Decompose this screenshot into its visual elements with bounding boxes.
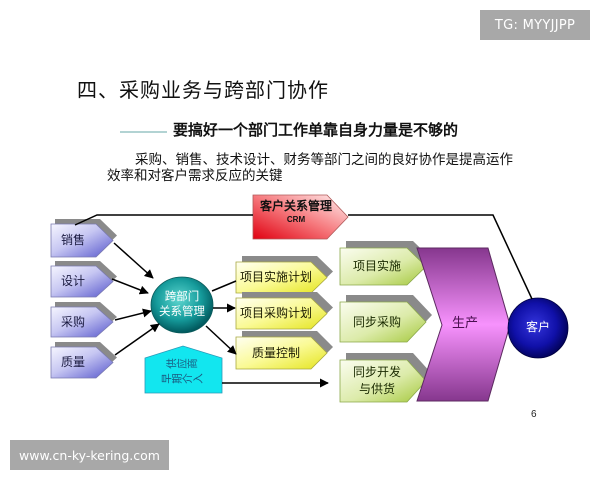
execution-box-implementation: 项目实施 xyxy=(340,248,414,285)
department-label: 质量 xyxy=(60,355,85,369)
customer-label: 客户 xyxy=(525,320,550,334)
watermark-bottom-left: www.cn-ky-kering.com xyxy=(10,440,169,470)
department-box-sales: 销售 xyxy=(51,224,95,257)
supplier-pentagon-shape xyxy=(144,345,223,394)
execution-box-sync-procurement: 同步采购 xyxy=(340,302,414,342)
department-label: 设计 xyxy=(60,274,85,288)
production-chevron: 生产 xyxy=(442,316,488,331)
plan-box-quality-control-shape xyxy=(235,336,328,370)
execution-boxes xyxy=(339,241,432,403)
department-box-design-shape xyxy=(50,265,114,298)
plan-box-implementation-shape xyxy=(235,261,328,294)
execution-label: 项目实施 xyxy=(352,259,401,273)
department-box-purchasing: 采购 xyxy=(51,307,95,337)
execution-box-sync-procurement-shape xyxy=(339,301,427,343)
hub-circle-shape xyxy=(150,276,214,334)
plan-box-quality-control: 质量控制 xyxy=(236,337,316,369)
crm-connector-left xyxy=(74,214,253,226)
arrow-sales-to-hub xyxy=(113,242,154,279)
execution-label: 同步采购 xyxy=(352,314,401,329)
production-chevron-shape xyxy=(416,247,511,402)
plan-box-implementation: 项目实施计划 xyxy=(236,262,316,293)
department-box-sales-shape xyxy=(50,223,114,258)
plan-box-procurement-shape xyxy=(235,297,328,330)
department-box-quality-shape xyxy=(50,346,114,379)
watermark-top-right: TG: MYYJJPP xyxy=(480,10,590,40)
execution-box-sync-dev-shape xyxy=(339,359,427,403)
hub-label-line-2: 关系管理 xyxy=(159,304,205,318)
slide-subtitle: 要搞好一个部门工作单靠自身力量是不够的 xyxy=(173,121,459,139)
crm-box-shape xyxy=(252,194,349,240)
department-label: 采购 xyxy=(60,314,85,329)
department-box-design: 设计 xyxy=(51,266,95,297)
execution-box-implementation-shape xyxy=(339,247,427,286)
execution-label-line-1: 同步开发 xyxy=(352,365,401,379)
plan-box-procurement: 项目采购计划 xyxy=(236,298,316,329)
subtitle-rule xyxy=(120,131,167,133)
crm-sublabel: CRM xyxy=(286,215,306,224)
arrow-hub-to-quality-control xyxy=(205,325,237,355)
supplier-label-line-2: 早期介入 xyxy=(161,373,203,385)
customer-circle-shape xyxy=(507,297,569,359)
department-box-purchasing-shape xyxy=(50,306,114,338)
plan-label: 质量控制 xyxy=(251,345,300,360)
crm-connector-right xyxy=(348,214,533,300)
plan-label: 项目采购计划 xyxy=(239,306,312,320)
arrow-design-to-hub xyxy=(111,278,149,295)
plan-boxes xyxy=(235,256,333,370)
department-label: 销售 xyxy=(60,233,85,247)
body-text-line-2: 效率和对客户需求反应的关键 xyxy=(107,168,283,184)
connector-hub-to-implementation-plan xyxy=(211,280,237,292)
arrow-purchasing-to-hub xyxy=(114,308,152,321)
connectors xyxy=(74,214,533,388)
body-text-line-1: 采购、销售、技术设计、财务等部门之间的良好协作是提高运作 xyxy=(135,152,513,168)
page-number: 6 xyxy=(531,409,537,420)
supplier-early-involvement: 供应商 早期介入 xyxy=(158,357,206,389)
production-label: 生产 xyxy=(451,316,478,331)
plan-label: 项目实施计划 xyxy=(239,270,312,284)
department-boxes xyxy=(50,219,117,379)
department-box-quality: 质量 xyxy=(51,347,95,378)
hub-circle: 跨部门 关系管理 xyxy=(151,289,213,319)
hub-label-line-1: 跨部门 xyxy=(164,289,200,303)
slide-title: 四、采购业务与跨部门协作 xyxy=(77,78,329,102)
execution-label-line-2: 与供货 xyxy=(358,382,395,396)
crm-label: 客户关系管理 xyxy=(259,199,332,213)
execution-box-sync-dev-supply: 同步开发 与供货 xyxy=(340,360,414,402)
arrow-quality-to-hub xyxy=(114,323,160,356)
customer-circle: 客户 xyxy=(508,320,568,335)
crm-box: 客户关系管理 CRM xyxy=(253,199,339,225)
supplier-label-line-1: 供应商 xyxy=(166,358,198,370)
